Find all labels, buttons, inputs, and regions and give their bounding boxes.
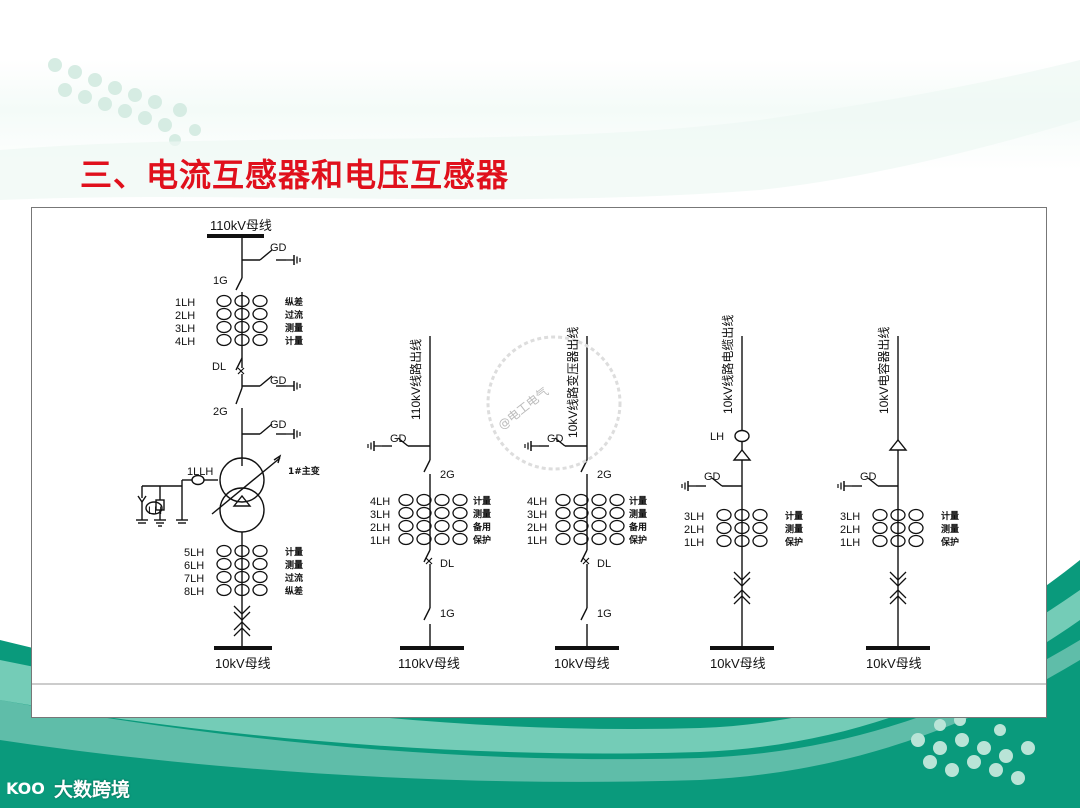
use-label: 测量 <box>941 523 959 535</box>
bay-1 <box>367 336 467 650</box>
lh-label: 2LH <box>840 524 860 536</box>
lh-label: 3LH <box>840 511 860 523</box>
main-bay <box>136 234 301 650</box>
page-title: 三、电流互感器和电压互感器 <box>80 156 510 194</box>
use-label: 测量 <box>629 508 647 520</box>
lh-label: 2LH <box>527 522 547 534</box>
ground-ct-label: LH <box>148 505 162 517</box>
gd-label: GD <box>704 471 721 483</box>
use-label: 测量 <box>473 508 491 520</box>
bus-label: 110kV母线 <box>398 656 460 671</box>
use-label: 保护 <box>940 536 959 548</box>
g-label: 2G <box>597 469 612 481</box>
use-label: 计量 <box>785 510 803 522</box>
use-label: 计量 <box>473 495 491 507</box>
use-label: 保护 <box>628 534 647 546</box>
use-label: 过流 <box>285 309 303 321</box>
dl-label: DL <box>212 361 226 373</box>
transformer-winding-lv <box>219 487 265 533</box>
lh-label: 1LH <box>175 297 195 309</box>
bottom-wave <box>0 560 1080 808</box>
lh-label: 1LH <box>684 537 704 549</box>
gd-label-3: GD <box>270 419 287 431</box>
brand-mark: KOO <box>6 779 45 798</box>
use-label: 保护 <box>784 536 803 548</box>
use-label: 备用 <box>628 521 647 533</box>
lh-label: 8LH <box>184 586 204 598</box>
lh-label: 4LH <box>370 496 390 508</box>
bay-3 <box>681 336 774 650</box>
decor-dots-bottom <box>911 714 1035 785</box>
lh-label: 3LH <box>684 511 704 523</box>
lh-label: 4LH <box>527 496 547 508</box>
bay-line-label: 110kV线路出线 <box>408 339 423 420</box>
gd-label: GD <box>860 471 877 483</box>
use-label: 测量 <box>785 523 803 535</box>
lh-label: 2LH <box>684 524 704 536</box>
bay-line-label: 10kV线路电缆出线 <box>720 315 735 414</box>
g2-label: 2G <box>213 406 228 418</box>
gd-label-1: GD <box>270 242 287 254</box>
top-bus-label: 110kV母线 <box>210 218 272 233</box>
bus-label: 10kV母线 <box>554 656 610 671</box>
lh-label: 6LH <box>184 560 204 572</box>
dl-label: DL <box>440 558 454 570</box>
gd-label-2: GD <box>270 375 287 387</box>
lh-label: 1LH <box>840 537 860 549</box>
g-label: 2G <box>440 469 455 481</box>
decor-dots-top <box>48 58 201 146</box>
lh-label: 3LH <box>527 509 547 521</box>
use-label: 测量 <box>285 322 303 334</box>
use-label: 测量 <box>285 559 303 571</box>
ct-vt-diagram: 110kV母线 GD 1G 1LH 2LH 3LH 4LH 纵差 过流 测量 计… <box>31 207 1047 718</box>
use-label: 纵差 <box>285 296 303 308</box>
use-label: 计量 <box>285 546 303 558</box>
g1-label: 1G <box>213 275 228 287</box>
brand-mark-icon: KOO <box>6 779 45 798</box>
bay-line-label: 10kV电容器出线 <box>876 327 891 414</box>
lh-label: 2LH <box>370 522 390 534</box>
use-label: 过流 <box>285 572 303 584</box>
dl-label: DL <box>597 558 611 570</box>
lh-label: 3LH <box>370 509 390 521</box>
lh-label: 3LH <box>175 323 195 335</box>
wiring-diagram-svg: 110kV母线 GD 1G 1LH 2LH 3LH 4LH 纵差 过流 测量 计… <box>32 218 1046 685</box>
bus-label: 10kV母线 <box>710 656 766 671</box>
bay-2 <box>524 336 624 650</box>
lh-label: 5LH <box>184 547 204 559</box>
brand-logo: KOO 大数跨境 <box>6 774 130 802</box>
transformer-label: 1#主变 <box>288 465 320 477</box>
use-label: 保护 <box>472 534 491 546</box>
g-label: 1G <box>440 608 455 620</box>
brand-text: 大数跨境 <box>54 778 131 801</box>
bus-label: 10kV母线 <box>866 656 922 671</box>
gd-label: GD <box>390 433 407 445</box>
lh-label: 2LH <box>175 310 195 322</box>
g-label: 1G <box>597 608 612 620</box>
use-label: 计量 <box>941 510 959 522</box>
lh-top-label: LH <box>710 431 724 443</box>
use-label: 计量 <box>285 335 303 347</box>
lh-label: 1LH <box>527 535 547 547</box>
neutral-ct-label: 1LLH <box>187 466 213 478</box>
use-label: 纵差 <box>285 585 303 597</box>
bay-4 <box>837 336 930 650</box>
bottom-bus-label: 10kV母线 <box>215 656 271 671</box>
bay-line-label: 10kV线路变压器出线 <box>565 327 580 438</box>
watermark-text: @电工电气 <box>495 384 552 433</box>
transformer-winding-hv <box>219 457 265 503</box>
use-label: 计量 <box>629 495 647 507</box>
lh-label: 1LH <box>370 535 390 547</box>
use-label: 备用 <box>472 521 491 533</box>
watermark-stamp <box>486 335 622 471</box>
lh-label: 4LH <box>175 336 195 348</box>
lh-label: 7LH <box>184 573 204 585</box>
gd-label: GD <box>547 433 564 445</box>
